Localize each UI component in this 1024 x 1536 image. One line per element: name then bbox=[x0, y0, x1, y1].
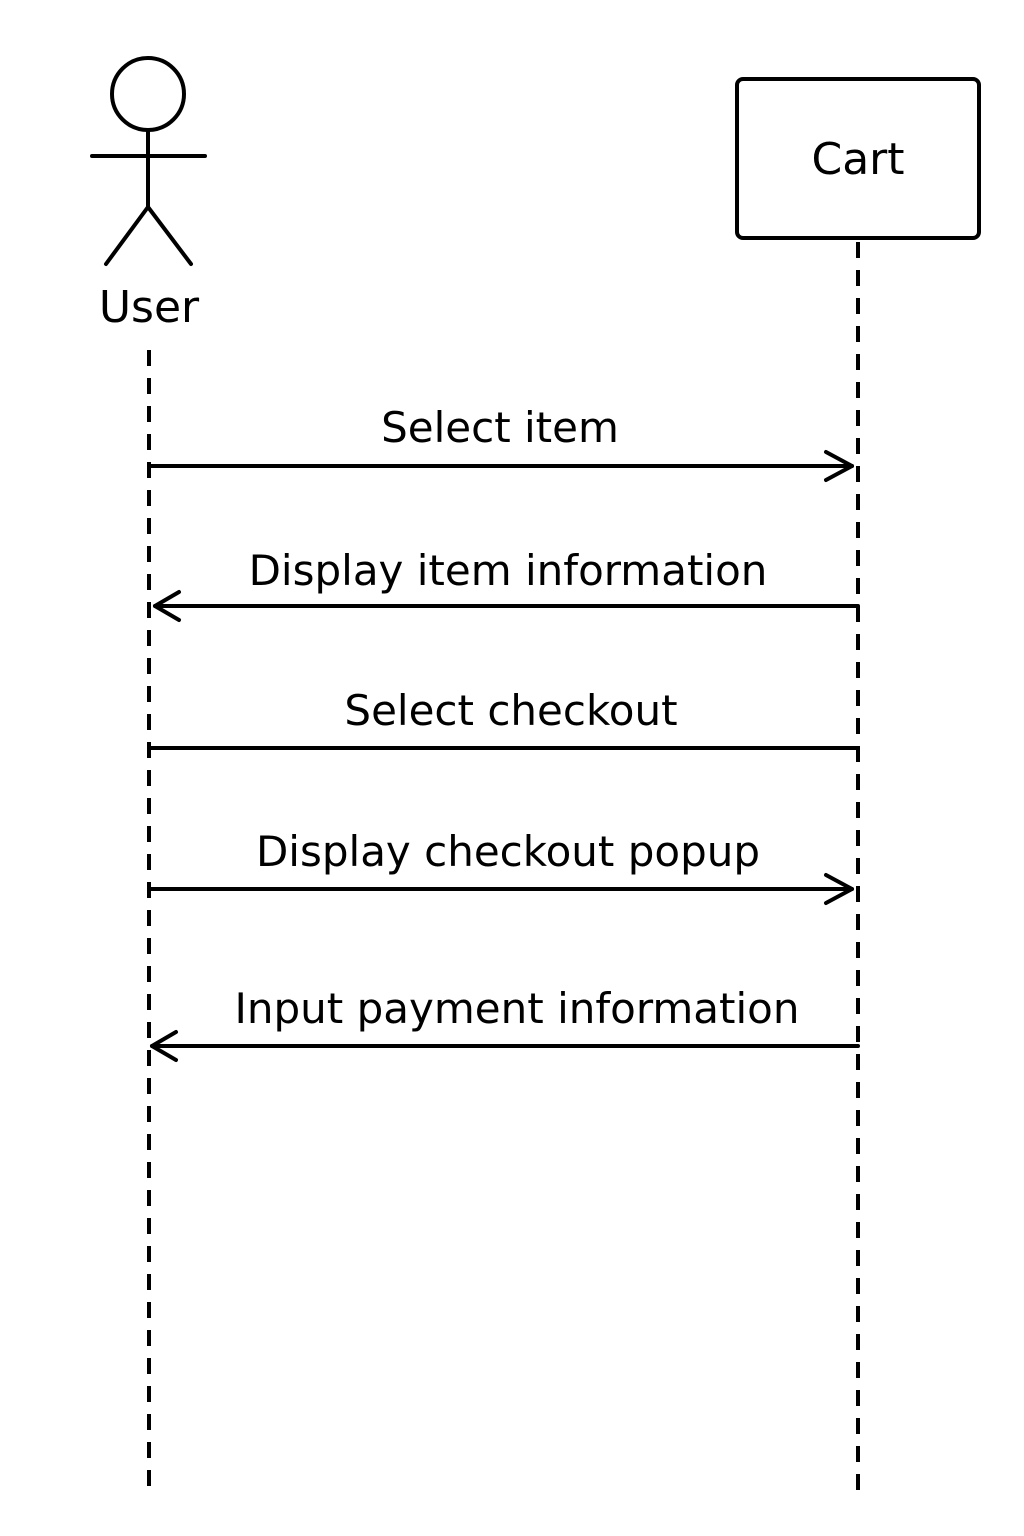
message-input-payment-information: Input payment information bbox=[150, 984, 860, 1062]
cart-box bbox=[735, 77, 981, 240]
message-select-item: Select item bbox=[147, 403, 854, 482]
user-actor-icon bbox=[90, 56, 207, 266]
arrowhead-icon bbox=[153, 590, 181, 622]
message-label: Input payment information bbox=[235, 984, 800, 1033]
message-select-checkout: Select checkout bbox=[147, 686, 860, 750]
message-display-checkout-popup: Display checkout popup bbox=[147, 827, 854, 905]
message-display-item-information: Display item information bbox=[153, 546, 860, 622]
cart-label: Cart bbox=[811, 134, 904, 185]
message-label: Select checkout bbox=[344, 686, 677, 735]
arrowhead-icon bbox=[150, 1030, 178, 1062]
message-label: Display checkout popup bbox=[256, 827, 760, 876]
user-label: User bbox=[99, 282, 200, 333]
message-label: Select item bbox=[381, 403, 619, 452]
arrowhead-icon bbox=[824, 873, 854, 905]
message-label: Display item information bbox=[249, 546, 768, 595]
arrowhead-icon bbox=[824, 450, 854, 482]
